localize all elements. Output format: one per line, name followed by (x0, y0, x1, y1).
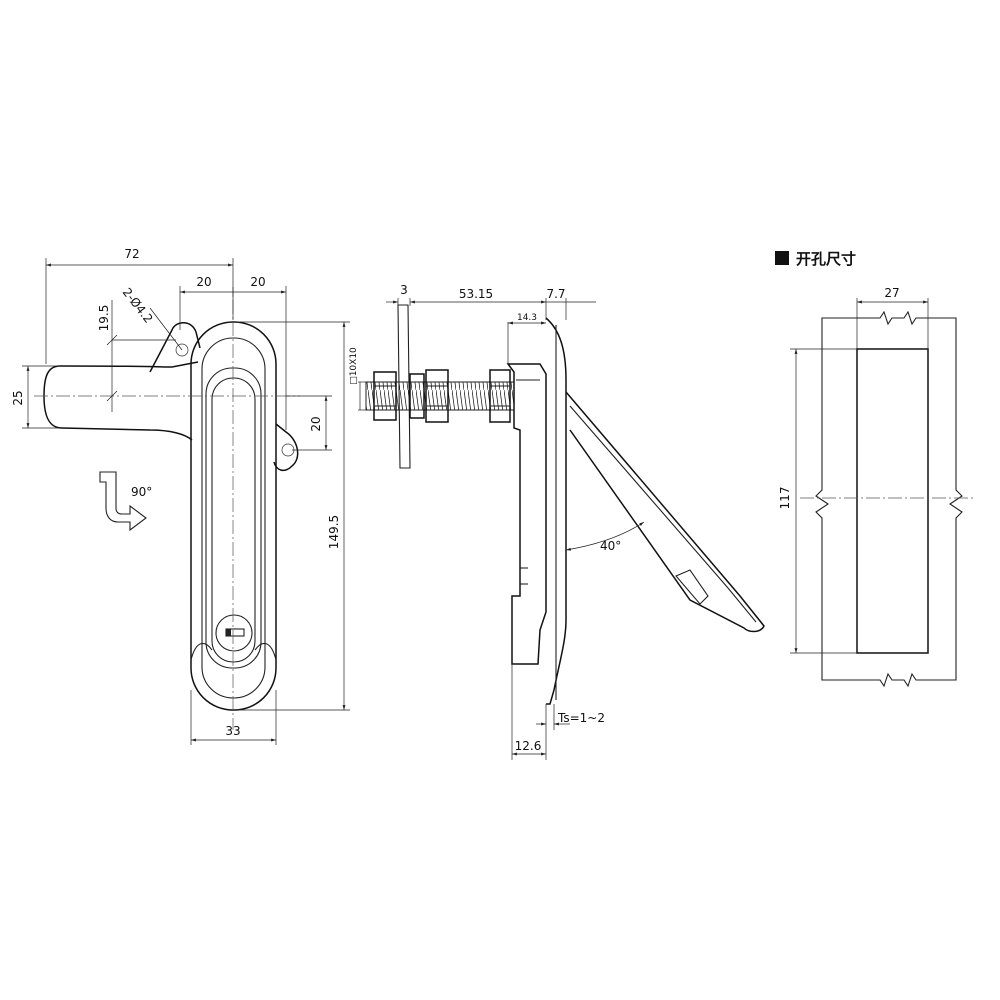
dim-thickness: Ts=1~2 (557, 711, 605, 725)
dim-total-height: 149.5 (327, 515, 341, 549)
key-cylinder (215, 614, 253, 652)
panel-outline (815, 310, 963, 688)
dim-handle-height: 25 (11, 390, 25, 405)
body-side (506, 363, 547, 665)
mounting-plate (397, 304, 411, 469)
nut-2 (425, 369, 449, 423)
rotation-arrow-icon (99, 471, 147, 532)
washer (409, 373, 425, 419)
rotation-label: 90° (131, 485, 152, 499)
lug-hole (175, 343, 189, 357)
nut-3 (489, 369, 511, 423)
cutout-width: 27 (884, 286, 899, 300)
dim-overall-width: 72 (124, 247, 139, 261)
dim-handle-offset: 19.5 (97, 305, 111, 332)
title-square-icon (775, 251, 789, 265)
top-lug (149, 322, 201, 373)
dim-head: 7.7 (546, 287, 565, 301)
cutout-view: 开孔尺寸 27 117 (775, 250, 975, 688)
hinge-lug (273, 423, 299, 472)
dim-half-left: 20 (196, 275, 211, 289)
dim-hole: 2-Ø4.2 (120, 285, 156, 326)
recess-inner (211, 377, 256, 663)
dim-hinge-offset: 20 (309, 416, 323, 431)
latch-part (675, 569, 709, 605)
cutout-title: 开孔尺寸 (796, 250, 856, 268)
dim-rod-length: 53.15 (459, 287, 493, 301)
nut-1 (373, 371, 397, 421)
handle-body (190, 321, 277, 711)
front-view: 90° 72 20 20 2-Ø4.2 19.5 25 20 (11, 247, 350, 745)
shoulder-right (254, 642, 277, 661)
angle-arc (565, 521, 645, 551)
side-view: □10X10 40° 3 53.15 7.7 14.3 (349, 283, 765, 760)
dim-body-width: 33 (225, 724, 240, 738)
dim-half-right: 20 (250, 275, 265, 289)
dim-small: 14.3 (517, 313, 537, 323)
dim-plate: 3 (400, 283, 408, 297)
lever-arm (43, 361, 199, 441)
recess-outer (205, 367, 262, 669)
dim-square: □10X10 (349, 347, 359, 385)
cutout-height: 117 (778, 487, 792, 510)
dim-angle: 40° (600, 539, 621, 553)
shoulder-left (190, 642, 213, 661)
body-inner (201, 337, 266, 699)
opened-handle (565, 391, 765, 633)
cutout-hole (856, 348, 929, 654)
dim-base: 12.6 (515, 739, 542, 753)
